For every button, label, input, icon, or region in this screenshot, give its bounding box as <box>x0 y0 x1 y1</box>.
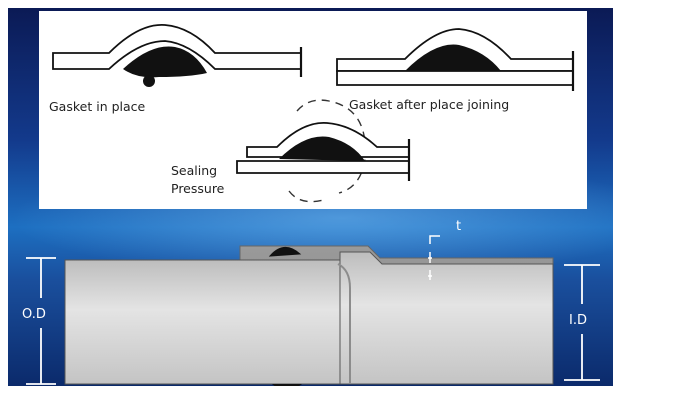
gasket-bottom <box>272 384 302 386</box>
pipe-joint-panel: t O.D I.D Gasket in place <box>8 8 613 386</box>
thickness-marker <box>428 235 440 280</box>
label-gasket-after: Gasket after place joining <box>349 97 509 112</box>
figure-sealing-pressure: Sealing Pressure <box>171 99 411 203</box>
label-sealing: Sealing <box>171 163 217 178</box>
gasket-stages-inset: Gasket in place Gasket after place joini… <box>39 11 587 209</box>
gasket-stages-drawing: Gasket in place Gasket after place joini… <box>49 24 575 203</box>
id-label: I.D <box>569 313 587 328</box>
od-label: O.D <box>22 307 46 322</box>
spigot-pipe <box>64 259 366 385</box>
figure-gasket-after-joining: Gasket after place joining <box>336 28 575 112</box>
figure-gasket-in-place: Gasket in place <box>49 24 303 114</box>
od-dimension <box>26 257 56 385</box>
label-gasket-in-place: Gasket in place <box>49 99 146 114</box>
gasket-top <box>268 247 302 257</box>
id-dimension <box>564 264 600 381</box>
thickness-label: t <box>456 219 461 234</box>
label-pressure: Pressure <box>171 181 225 196</box>
socket-pipe <box>339 251 554 385</box>
spigot-end <box>337 263 351 384</box>
pipe-section-drawing: t O.D I.D <box>22 219 600 386</box>
